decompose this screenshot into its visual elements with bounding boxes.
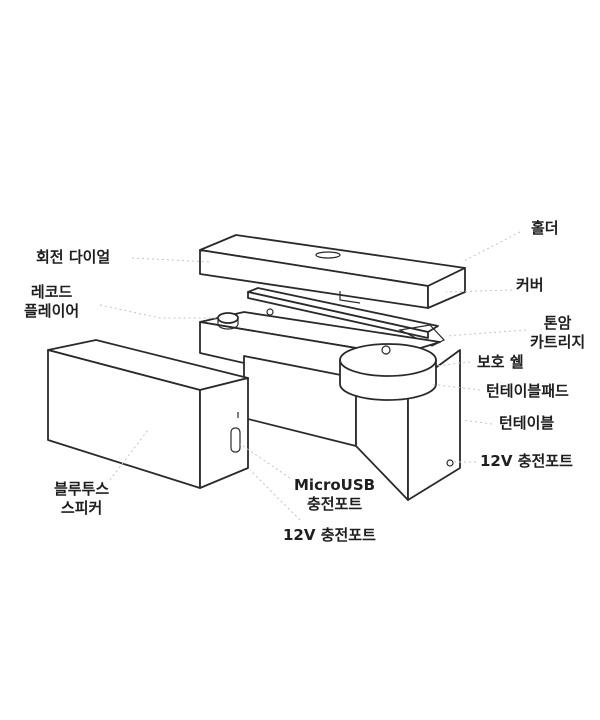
label-tone-cartridge: 톤암 카트리지 <box>530 314 586 351</box>
holder-part <box>199 234 466 309</box>
label-turntable: 턴테이블 <box>499 414 555 432</box>
label-holder: 홀더 <box>531 219 559 237</box>
bluetooth-speaker-part <box>47 339 249 489</box>
label-record-player: 레코드 플레이어 <box>24 283 80 320</box>
label-microusb-port: MicroUSB 충전포트 <box>294 476 376 513</box>
leader-lines <box>99 231 527 521</box>
label-cover: 커버 <box>516 276 544 294</box>
label-12v-port-bottom: 12V 충전포트 <box>283 526 376 544</box>
label-bluetooth-speaker: 블루투스 스피커 <box>54 480 110 517</box>
label-12v-port-right: 12V 충전포트 <box>480 452 573 470</box>
label-rotary-dial: 회전 다이얼 <box>36 248 111 266</box>
label-turntable-pad: 턴테이블패드 <box>486 382 569 400</box>
label-protective-shell: 보호 쉘 <box>477 353 524 371</box>
cover-part <box>247 287 445 347</box>
turntable-pad-part <box>339 343 437 401</box>
